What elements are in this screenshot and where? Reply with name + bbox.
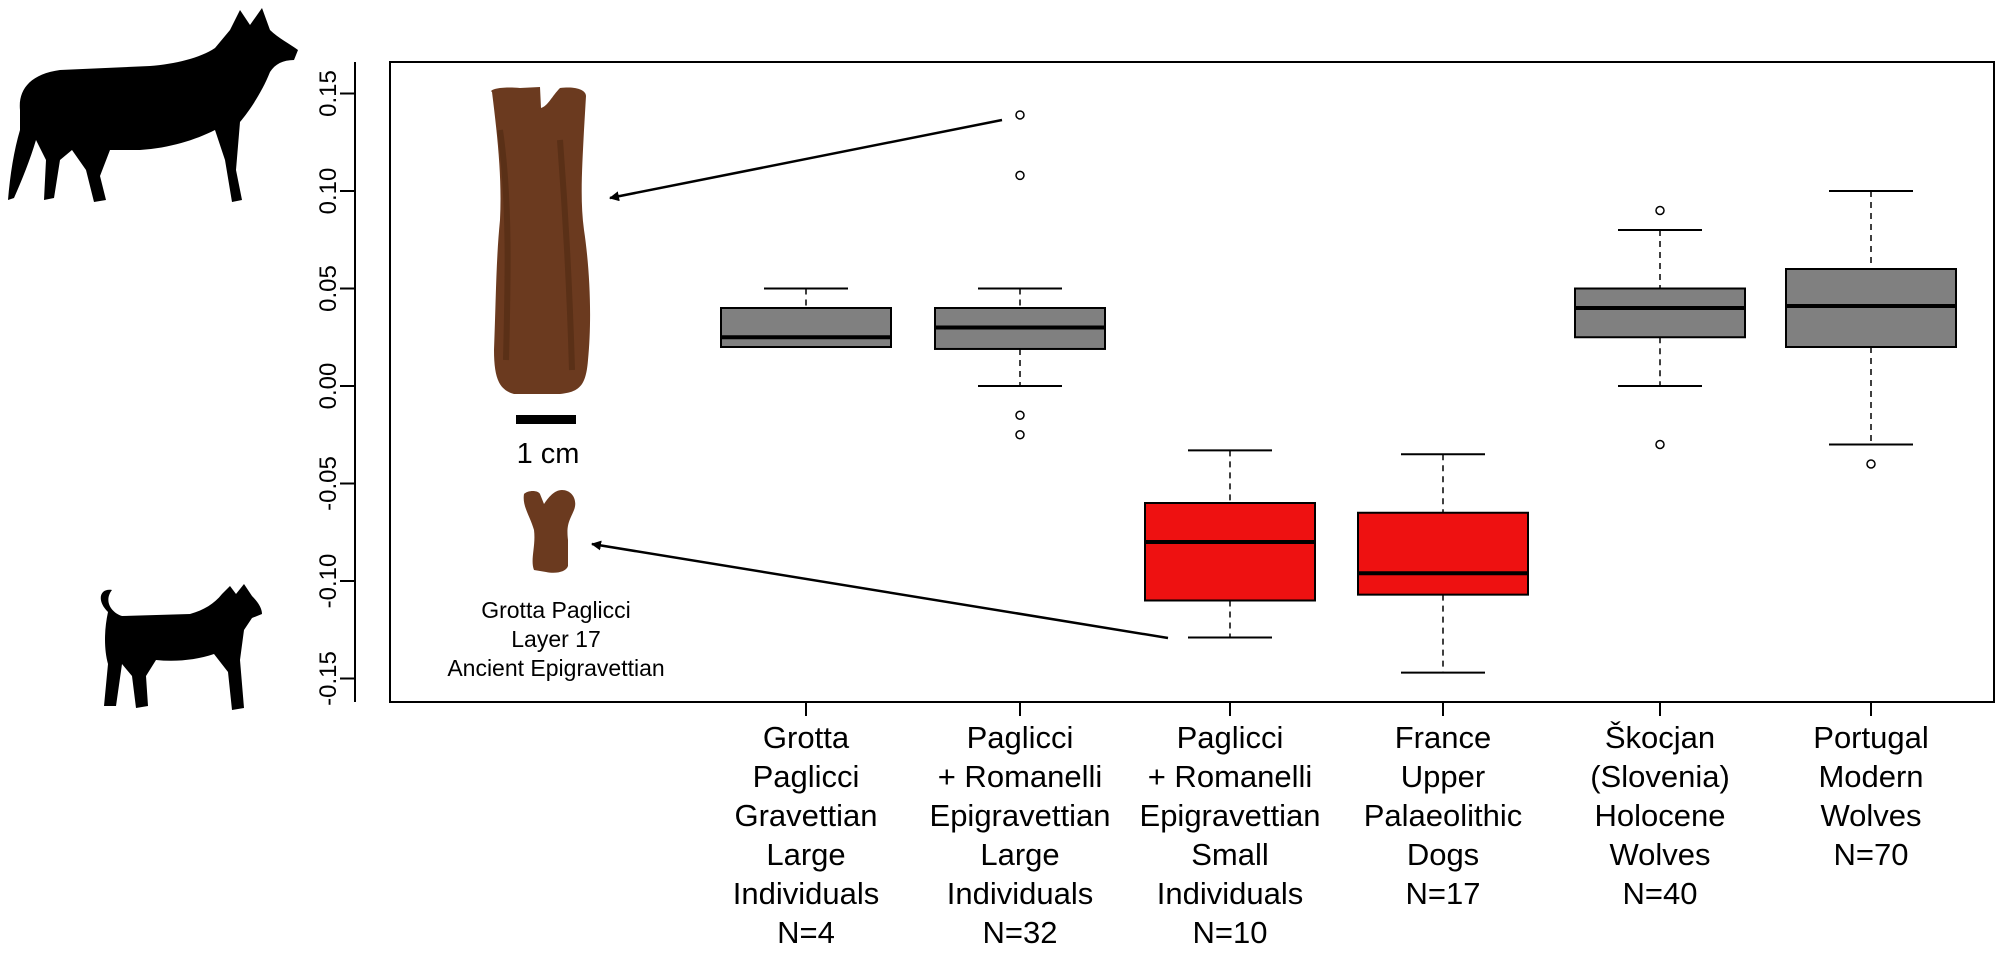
outlier-point <box>1655 439 1665 450</box>
outlier-point <box>1866 459 1876 469</box>
x-tick-label-line: Paglicci <box>753 759 860 794</box>
x-tick-label-line: N=4 <box>777 915 835 950</box>
x-tick-label-line: Epigravettian <box>930 798 1111 833</box>
specimen-caption-line-2: Layer 17 <box>511 626 601 652</box>
y-tick-label: -0.05 <box>315 456 342 511</box>
x-tick-label-line: Gravettian <box>734 798 877 833</box>
x-tick-label-line: Holocene <box>1595 798 1726 833</box>
y-tick-label: 0.10 <box>315 168 342 215</box>
x-tick-label-line: Upper <box>1401 759 1485 794</box>
x-tick-label-line: Wolves <box>1820 798 1921 833</box>
y-tick-label: 0.15 <box>315 70 342 117</box>
x-tick-label-line: Palaeolithic <box>1364 798 1523 833</box>
outlier-point <box>1015 170 1025 181</box>
iqr-box <box>1574 287 1746 339</box>
x-tick-label-line: Large <box>766 837 845 872</box>
scale-bar <box>516 415 576 424</box>
box-group <box>1574 205 1746 450</box>
y-tick-label: -0.10 <box>315 554 342 609</box>
arrow-to-small-bone <box>591 540 1169 640</box>
x-tick-label-line: + Romanelli <box>938 759 1103 794</box>
scale-bar-label: 1 cm <box>517 438 580 470</box>
y-axis: 0.15 0.10 0.05 0.00 -0.05 -0.10 -0.15 <box>315 70 355 706</box>
y-tick-label: 0.00 <box>315 363 342 410</box>
x-tick-label-line: Large <box>980 837 1059 872</box>
x-tick-label-line: N=32 <box>983 915 1058 950</box>
x-tick-label-line: Škocjan <box>1605 720 1715 755</box>
x-tick-label-line: France <box>1395 720 1491 755</box>
x-tick-label-line: Paglicci <box>1177 720 1284 755</box>
x-tick-label-line: Paglicci <box>967 720 1074 755</box>
outlier-point <box>1015 430 1025 440</box>
wolf-silhouette-icon <box>8 8 298 202</box>
large-bone-image <box>491 87 591 394</box>
box-group <box>1357 453 1529 674</box>
x-tick-label-line: N=17 <box>1406 876 1481 911</box>
specimen-caption-line-3: Ancient Epigravettian <box>447 655 664 681</box>
iqr-box <box>1144 502 1316 602</box>
iqr-box <box>1357 511 1529 596</box>
x-tick-label-line: Individuals <box>947 876 1093 911</box>
box-group <box>720 287 892 348</box>
arrow-to-large-bone <box>609 118 1003 202</box>
x-tick-label-line: N=40 <box>1623 876 1698 911</box>
specimen-caption-line-1: Grotta Paglicci <box>481 597 631 623</box>
x-axis-labels: GrottaPaglicciGravettianLargeIndividuals… <box>733 702 1929 950</box>
x-tick-label-line: Epigravettian <box>1140 798 1321 833</box>
y-tick-label: -0.15 <box>315 651 342 706</box>
outlier-point <box>1015 110 1025 120</box>
x-tick-label-line: (Slovenia) <box>1590 759 1730 794</box>
box-group <box>1144 449 1316 639</box>
box-group <box>1785 190 1957 469</box>
x-tick-label-line: Dogs <box>1407 837 1479 872</box>
plot-frame <box>389 61 1995 703</box>
x-tick-label-line: N=70 <box>1834 837 1909 872</box>
dog-silhouette-icon <box>100 584 262 710</box>
x-tick-label-line: Grotta <box>763 720 850 755</box>
small-bone-image <box>523 490 576 573</box>
x-tick-label-line: Portugal <box>1813 720 1928 755</box>
outlier-point <box>1015 410 1025 420</box>
x-tick-label-line: N=10 <box>1193 915 1268 950</box>
x-tick-label-line: Individuals <box>1157 876 1303 911</box>
y-tick-label: 0.05 <box>315 265 342 312</box>
box-series <box>720 110 1957 674</box>
x-tick-label-line: + Romanelli <box>1148 759 1313 794</box>
iqr-box <box>720 307 892 348</box>
box-group <box>934 110 1106 440</box>
x-tick-label-line: Individuals <box>733 876 879 911</box>
x-tick-label-line: Small <box>1191 837 1269 872</box>
outlier-point <box>1655 205 1665 216</box>
x-tick-label-line: Modern <box>1818 759 1923 794</box>
x-tick-label-line: Wolves <box>1609 837 1710 872</box>
